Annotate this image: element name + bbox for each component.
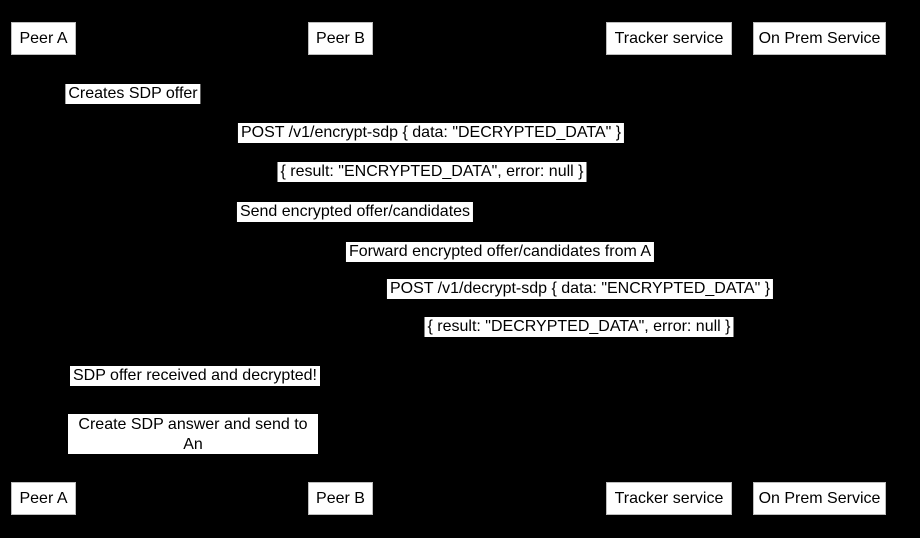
participant-on-prem-service-top: On Prem Service xyxy=(753,22,886,55)
message-send-encrypted-offer: Send encrypted offer/candidates xyxy=(236,202,474,222)
participant-label: On Prem Service xyxy=(758,489,881,507)
participant-tracker-service-top: Tracker service xyxy=(606,22,732,55)
message-sdp-offer-received: SDP offer received and decrypted! xyxy=(70,366,320,386)
participant-label: On Prem Service xyxy=(758,29,881,47)
participant-peer-b-bottom: Peer B xyxy=(308,482,373,515)
lifeline-peer-a xyxy=(43,55,44,482)
message-decrypt-result: { result: "DECRYPTED_DATA", error: null … xyxy=(424,317,734,337)
participant-label: Tracker service xyxy=(614,29,724,47)
message-forward-encrypted-offer: Forward encrypted offer/candidates from … xyxy=(345,242,655,262)
participant-tracker-service-bottom: Tracker service xyxy=(606,482,732,515)
note-line-1: Create SDP answer and send to An xyxy=(78,416,308,453)
note-create-sdp-answer: Create SDP answer and send to An using t… xyxy=(68,414,318,473)
participant-on-prem-service-bottom: On Prem Service xyxy=(753,482,886,515)
note-line-2: using the same mechanism xyxy=(95,456,291,473)
participant-label: Tracker service xyxy=(614,489,724,507)
message-post-encrypt-sdp: POST /v1/encrypt-sdp { data: "DECRYPTED_… xyxy=(237,123,625,143)
participant-label: Peer B xyxy=(316,489,365,507)
lifeline-tracker-service xyxy=(668,55,669,482)
message-post-decrypt-sdp: POST /v1/decrypt-sdp { data: "ENCRYPTED_… xyxy=(386,279,774,299)
message-encrypt-result: { result: "ENCRYPTED_DATA", error: null … xyxy=(277,162,587,182)
participant-label: Peer A xyxy=(19,489,68,507)
lifeline-peer-b xyxy=(340,55,341,482)
lifeline-on-prem-service xyxy=(819,55,820,482)
participant-peer-a-bottom: Peer A xyxy=(11,482,76,515)
participant-label: Peer B xyxy=(316,29,365,47)
participant-peer-a-top: Peer A xyxy=(11,22,76,55)
participant-label: Peer A xyxy=(19,29,68,47)
message-creates-sdp-offer: Creates SDP offer xyxy=(65,84,201,104)
participant-peer-b-top: Peer B xyxy=(308,22,373,55)
